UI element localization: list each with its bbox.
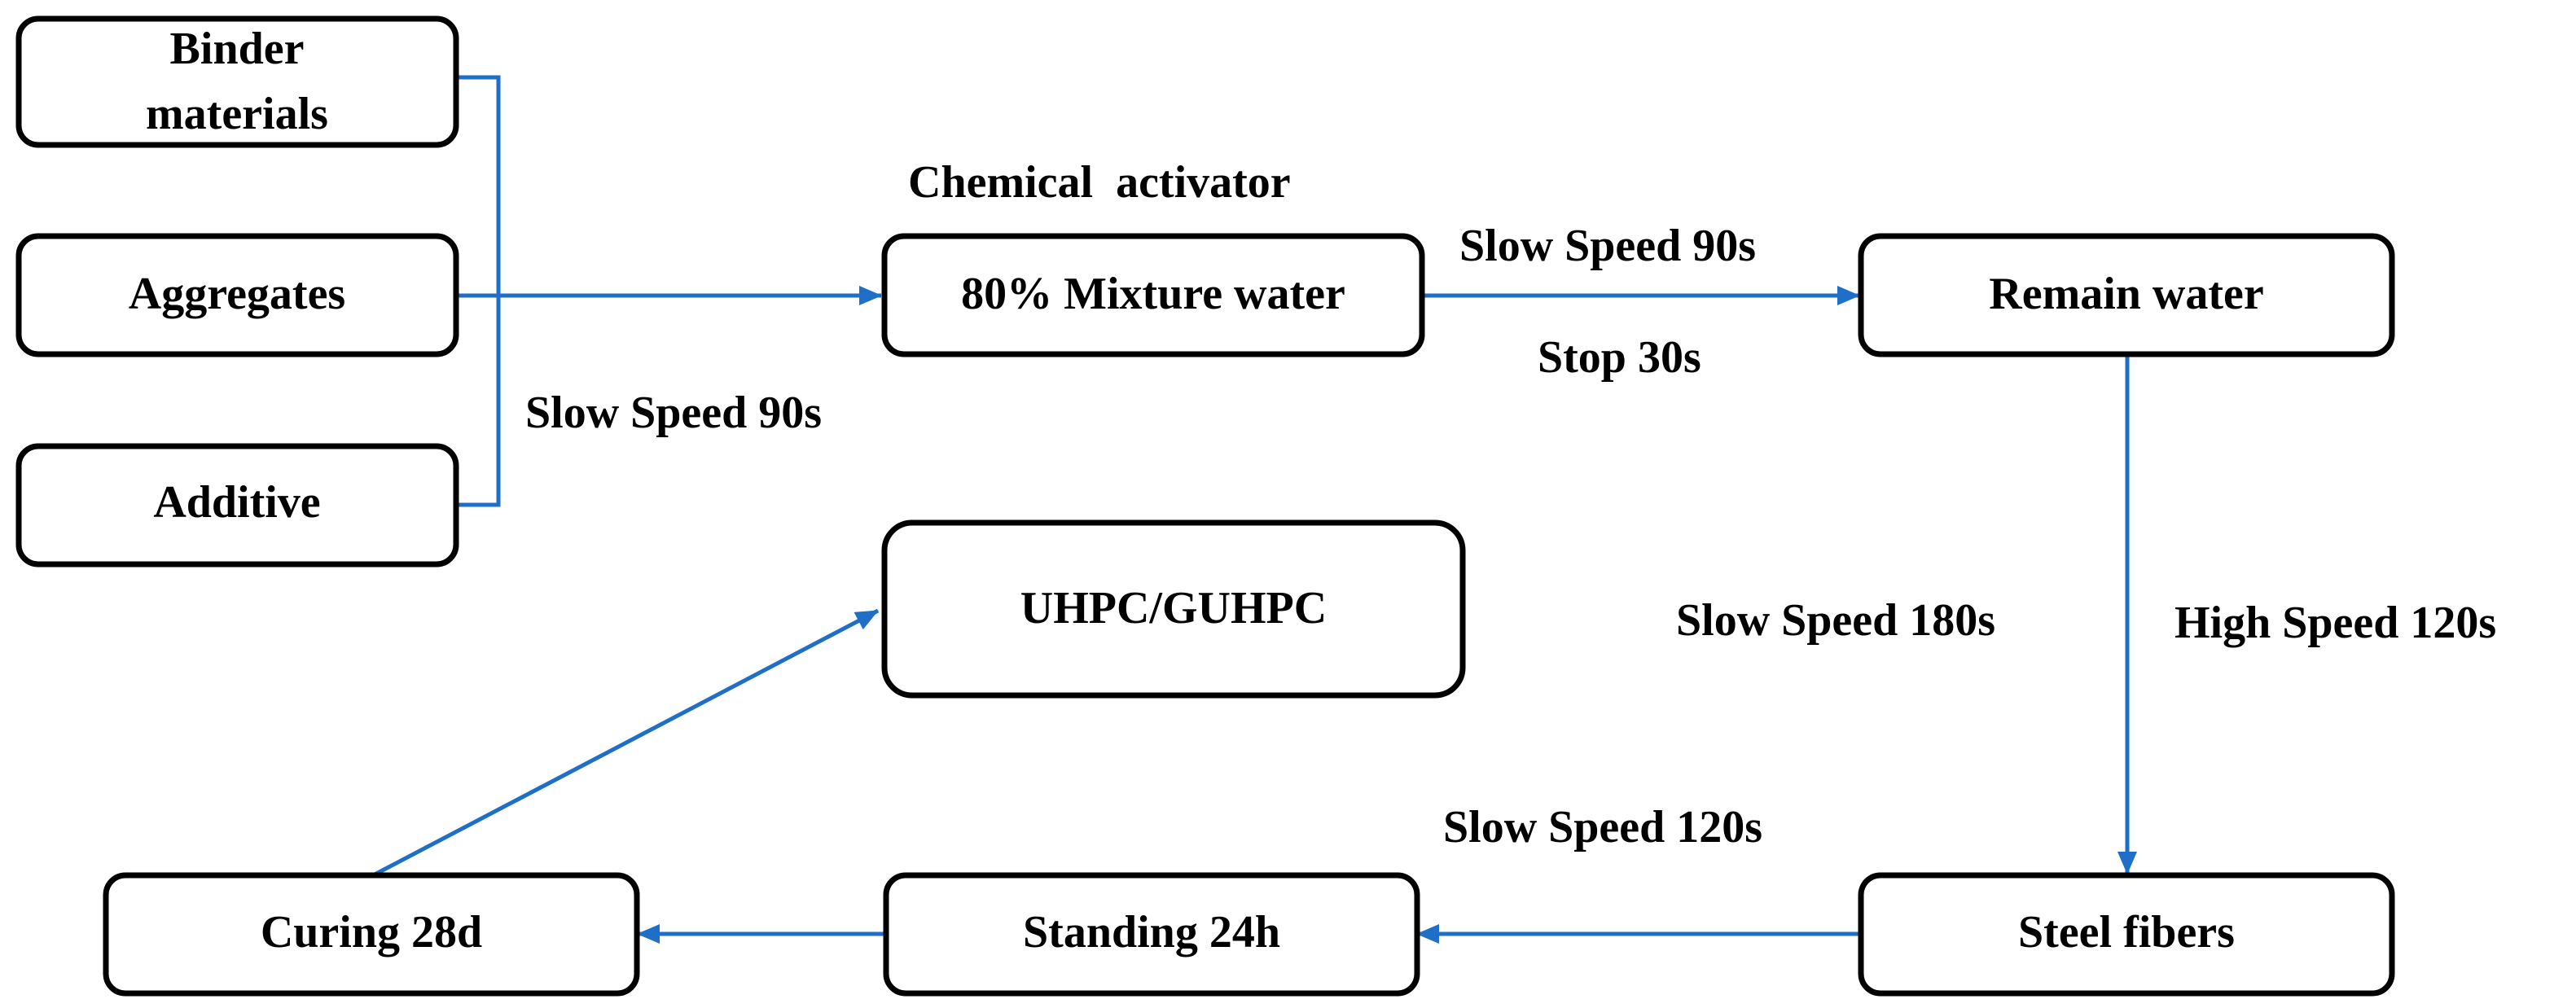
curing-label: Curing 28d [261, 907, 482, 958]
chemical-activator-label: Chemical activator [908, 157, 1291, 208]
input-bracket-connector [456, 75, 501, 507]
mixture-water-label: 80% Mixture water [961, 269, 1345, 319]
node-mixture-water: 80% Mixture water [881, 233, 1425, 357]
remain-water-label: Remain water [1989, 269, 2263, 319]
node-aggregates: Aggregates [15, 233, 459, 357]
slow-speed-90s-inputs-label: Slow Speed 90s [525, 388, 822, 438]
standing-label: Standing 24h [1023, 907, 1280, 958]
binder-line-1: Binder [170, 24, 305, 74]
slow-speed-90s-top-label: Slow Speed 90s [1459, 221, 1756, 271]
additive-label: Additive [153, 477, 320, 528]
binder-line-2: materials [146, 89, 328, 139]
slow-speed-180s-label: Slow Speed 180s [1676, 595, 1995, 646]
node-additive: Additive [15, 443, 459, 568]
node-standing: Standing 24h [883, 872, 1420, 997]
node-remain-water: Remain water [1858, 233, 2395, 357]
node-uhpc-guhpc: UHPC/GUHPC [881, 519, 1466, 699]
slow-speed-120s-label: Slow Speed 120s [1443, 802, 1762, 852]
high-speed-120s-label: High Speed 120s [2174, 598, 2496, 648]
node-steel-fibers: Steel fibers [1858, 872, 2395, 997]
uhpc-label: UHPC/GUHPC [1020, 583, 1327, 633]
node-curing: Curing 28d [103, 872, 640, 997]
stop-30s-label: Stop 30s [1538, 332, 1701, 383]
connectors [373, 75, 2137, 944]
curing-to-uhpc-arrow [373, 608, 880, 877]
annotations: Chemical activator Slow Speed 90s Slow S… [525, 157, 2496, 852]
steel-fibers-label: Steel fibers [2018, 907, 2235, 958]
node-binder-materials: Binder materials [15, 15, 459, 148]
aggregates-label: Aggregates [129, 269, 345, 319]
